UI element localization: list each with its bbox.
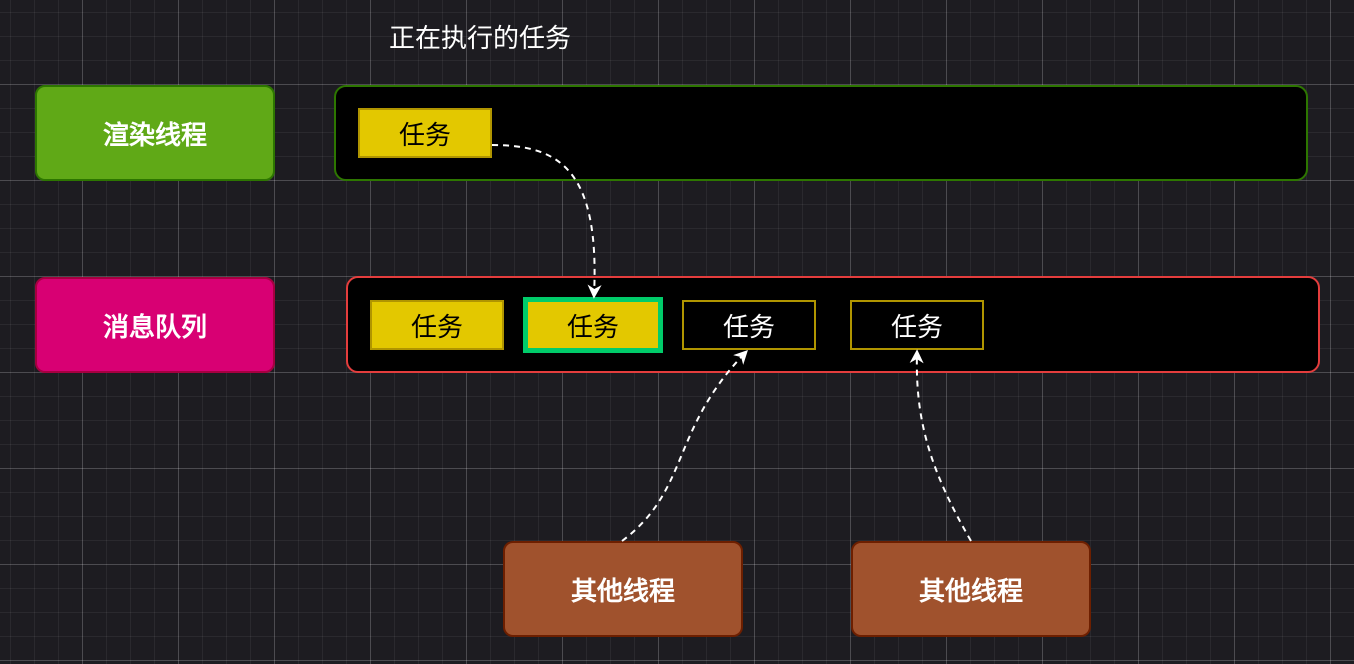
queue-task-label: 任务 [722, 312, 775, 343]
arrow-other-thread-2-to-queue [909, 349, 972, 542]
message-queue-label: 消息队列 [102, 312, 207, 343]
other-thread-label: 其他线程 [570, 576, 675, 607]
arrow-other-thread-1-to-queue [621, 349, 748, 542]
queue-task-label: 任务 [566, 312, 619, 343]
other-thread-box-1[interactable]: 其他线程 [503, 541, 743, 637]
queue-task-label: 任务 [410, 312, 463, 343]
running-task-caption: 正在执行的任务 [388, 23, 571, 54]
render-thread-box[interactable]: 渲染线程 [35, 85, 275, 181]
queue-task-label: 任务 [890, 312, 943, 343]
other-thread-box-2[interactable]: 其他线程 [851, 541, 1091, 637]
other-thread-label: 其他线程 [918, 576, 1023, 607]
queue-task-3[interactable]: 任务 [682, 300, 816, 350]
running-task-label: 任务 [398, 120, 451, 151]
message-queue-box[interactable]: 消息队列 [35, 277, 275, 373]
queue-task-4[interactable]: 任务 [850, 300, 984, 350]
render-thread-label: 渲染线程 [102, 120, 207, 151]
queue-task-2[interactable]: 任务 [523, 297, 663, 353]
queue-task-1[interactable]: 任务 [370, 300, 504, 350]
running-task[interactable]: 任务 [358, 108, 492, 158]
